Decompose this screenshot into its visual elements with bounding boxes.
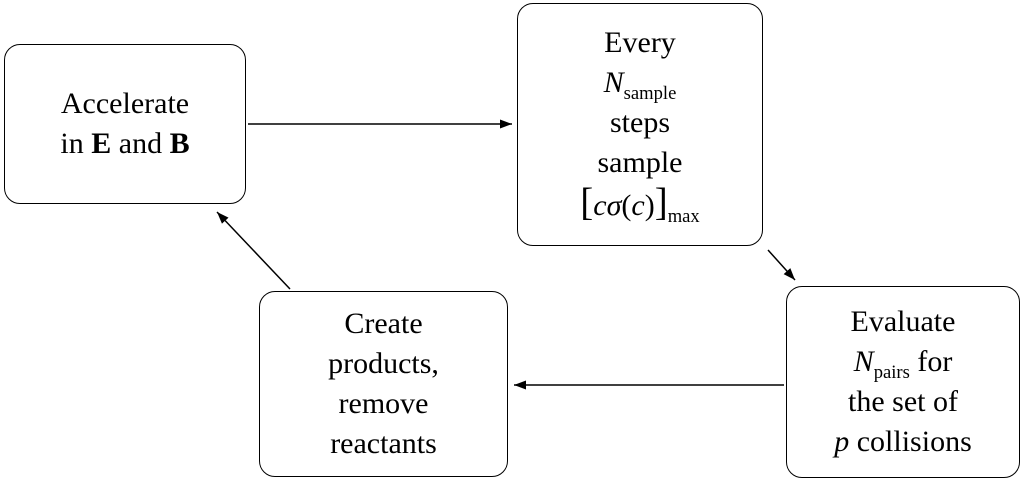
N-symbol: N — [603, 66, 624, 99]
text-run: and — [111, 127, 170, 160]
left-bracket: [ — [580, 181, 594, 224]
text-run: in — [60, 127, 92, 160]
node-sample-expr: [cσ(c)]max — [580, 183, 699, 226]
node-evaluate: Evaluate Npairs for the set of p collisi… — [786, 286, 1020, 478]
node-sample-line4: sample — [597, 146, 683, 179]
node-evaluate-line3: the set of — [848, 385, 958, 418]
arrow-create-to-accelerate — [216, 211, 291, 290]
N-symbol: N — [853, 345, 874, 378]
right-bracket: ] — [654, 181, 668, 224]
node-create-line2: products, — [328, 347, 439, 380]
text-run: for — [909, 345, 953, 378]
close-paren: ) — [644, 189, 655, 222]
node-accelerate-line1: Accelerate — [60, 87, 190, 120]
node-sample-line1: Every — [604, 26, 676, 59]
N-subscript: sample — [623, 83, 677, 104]
text-run: collisions — [849, 425, 972, 458]
node-create-line4: reactants — [330, 427, 437, 460]
p-symbol: p — [834, 425, 850, 458]
max-subscript: max — [667, 206, 700, 227]
node-sample: Every Nsample steps sample [cσ(c)]max — [517, 3, 763, 246]
node-accelerate: Accelerate in E and B — [4, 44, 246, 204]
c-sigma-symbols: cσ — [593, 189, 622, 222]
c-symbol: c — [631, 189, 645, 222]
node-sample-line2: Nsample — [604, 63, 677, 103]
node-sample-line3: steps — [610, 106, 670, 139]
node-accelerate-line2: in E and B — [60, 124, 189, 164]
node-evaluate-line1: Evaluate — [850, 305, 956, 338]
open-paren: ( — [621, 189, 632, 222]
node-create-line3: remove — [338, 387, 429, 420]
N-subscript: pairs — [873, 362, 910, 383]
node-create: Create products, remove reactants — [259, 291, 508, 477]
arrow-sample-to-evaluate — [767, 249, 796, 281]
bold-B-symbol: B — [169, 127, 190, 160]
node-create-line1: Create — [344, 307, 423, 340]
bold-E-symbol: E — [91, 127, 112, 160]
node-evaluate-line4: p collisions — [834, 422, 972, 462]
node-evaluate-line2: Npairs for — [854, 342, 953, 382]
